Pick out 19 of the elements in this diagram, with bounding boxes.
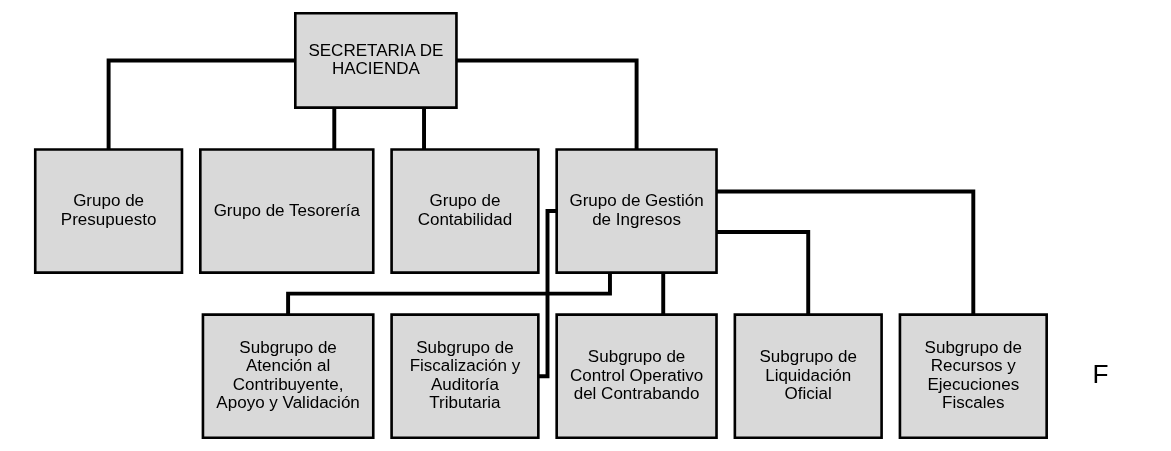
connector: [456, 58, 639, 150]
connector: [538, 209, 557, 379]
node-box: Grupo de Gestión de Ingresos: [555, 148, 718, 274]
connector: [716, 230, 811, 315]
node-box: Subgrupo de Control Operativo del Contrabando: [555, 313, 718, 440]
connector: [332, 107, 337, 150]
node-box: Subgrupo de Liquidación Oficial: [733, 313, 883, 440]
node-box: Subgrupo de Recursos y Ejecuciones Fiscales: [898, 313, 1048, 440]
connector: [422, 107, 426, 150]
node-box: SECRETARIA DE HACIENDA: [294, 11, 458, 109]
connector: [661, 273, 666, 315]
connector: [716, 189, 976, 315]
connector: [106, 58, 295, 150]
node-box: Subgrupo de Atención al Contribuyente, Apoyo y Validación: [201, 313, 375, 440]
node-box: Subgrupo de Fiscalización y Auditoría Tributaria: [390, 313, 540, 440]
node-box: Grupo de Presupuesto: [33, 148, 184, 274]
node-box: Grupo de Tesorería: [199, 148, 375, 274]
label: F: [1092, 358, 1109, 389]
node-box: Grupo de Contabilidad: [390, 148, 540, 274]
